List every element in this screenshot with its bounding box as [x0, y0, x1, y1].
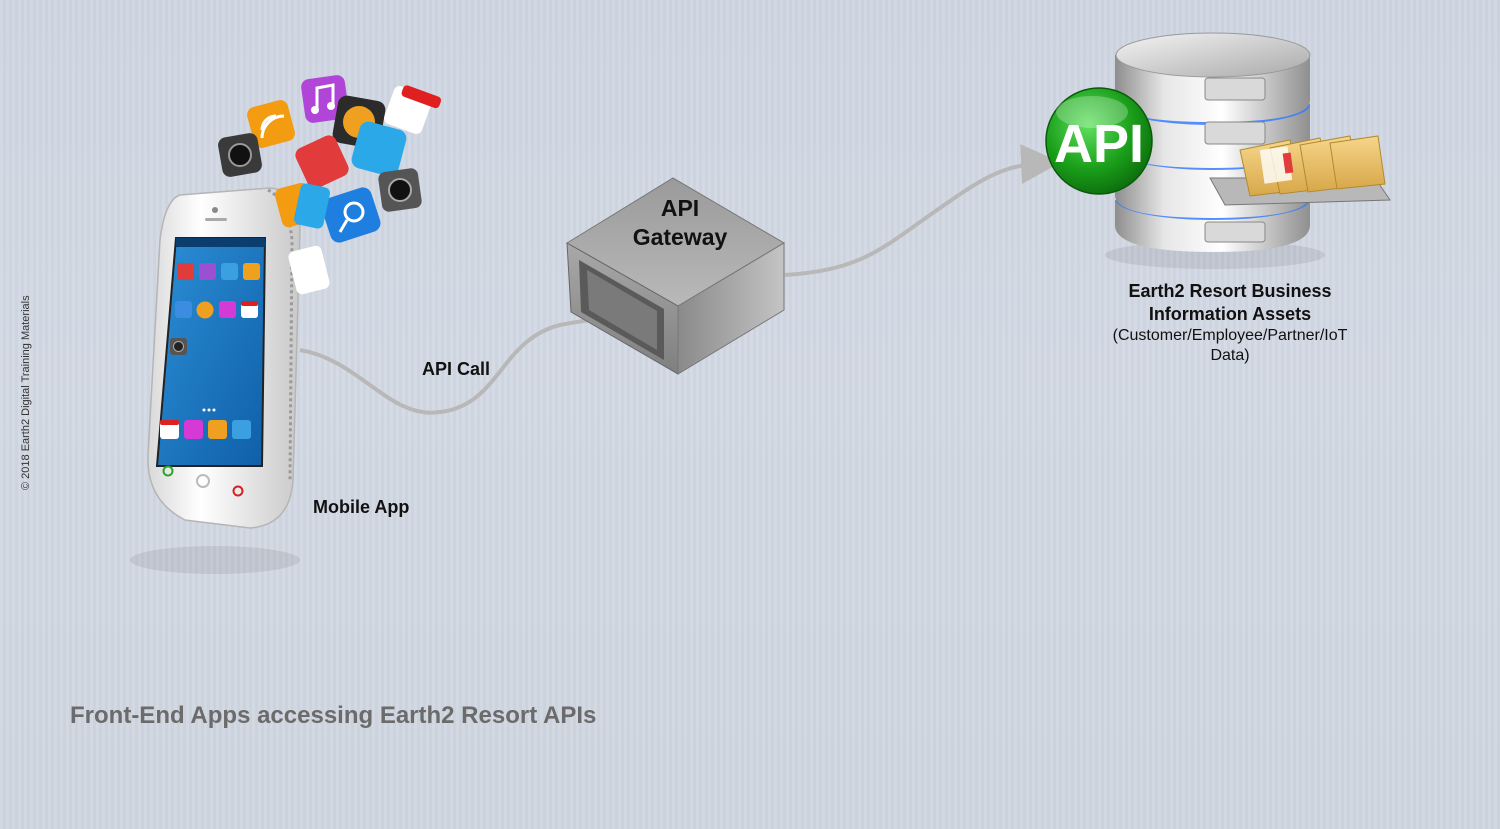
- flying-app-icons: [218, 75, 442, 295]
- api-gateway-box: [566, 177, 785, 375]
- mobile-phone-illustration: [130, 75, 442, 574]
- api-call-label: API Call: [422, 359, 491, 379]
- api-gateway-label-line1: API: [660, 195, 700, 221]
- gateway-to-database-arrow: [784, 144, 1061, 277]
- mobile-app-label: Mobile App: [313, 497, 410, 517]
- api-badge-icon: [1045, 87, 1153, 195]
- business-assets-caption: Earth2 Resort Business Information Asset…: [1090, 280, 1370, 366]
- api-gateway-label-line2: Gateway: [632, 224, 728, 250]
- assets-subtitle-line2: Data): [1210, 347, 1250, 364]
- assets-title-line2: Information Assets: [1148, 304, 1312, 324]
- slide-title: Front-End Apps accessing Earth2 Resort A…: [70, 702, 597, 729]
- assets-title-line1: Earth2 Resort Business: [1128, 281, 1332, 301]
- api-badge-label: API: [1054, 114, 1144, 174]
- assets-subtitle-line1: (Customer/Employee/Partner/IoT: [1112, 327, 1348, 344]
- api-gateway-label: API Gateway: [605, 194, 755, 252]
- database-server-illustration: [1105, 32, 1391, 269]
